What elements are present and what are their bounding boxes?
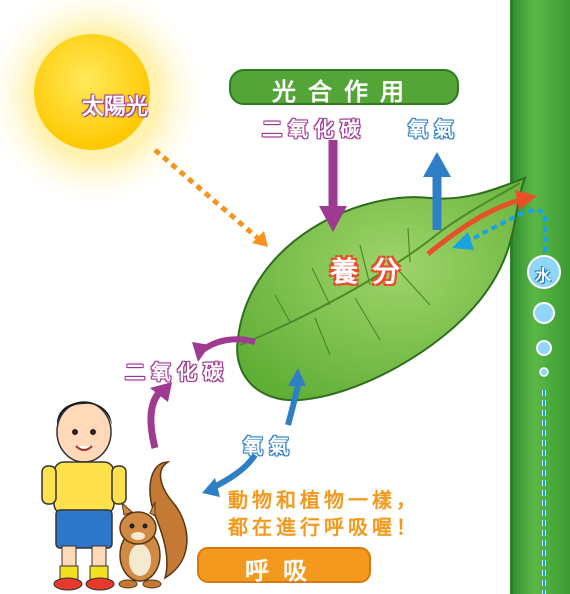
water-label: 水 bbox=[535, 262, 551, 286]
co2-up-curve-head bbox=[150, 382, 172, 402]
photosynthesis-text: 光合作用 bbox=[272, 78, 416, 106]
water-text: 水 bbox=[535, 266, 552, 285]
o2-top-text: 氧氣 bbox=[408, 117, 460, 141]
message-line2: 都在進行呼吸喔！ bbox=[228, 511, 420, 540]
nutrients-out-arrowhead bbox=[515, 190, 537, 210]
boy-figure bbox=[41, 401, 127, 591]
co2-up-curve bbox=[147, 387, 165, 449]
o2-bottom-text: 氧氣 bbox=[243, 434, 295, 458]
respiration-title: 呼吸 bbox=[245, 551, 321, 586]
photosynthesis-title: 光合作用 bbox=[272, 72, 416, 107]
o2-to-animals-head bbox=[202, 478, 220, 497]
o2-in-arrow bbox=[285, 384, 301, 426]
nutrients-label: 養分 bbox=[330, 250, 414, 290]
o2-bottom-label: 氧氣 bbox=[243, 430, 295, 459]
message-line1: 動物和植物一樣， bbox=[228, 484, 420, 513]
o2-in-arrowhead bbox=[288, 368, 306, 386]
water-label-badge bbox=[527, 255, 561, 289]
sun bbox=[34, 34, 150, 150]
co2-top-label: 二氧化碳 bbox=[262, 113, 366, 142]
water-arrowhead bbox=[452, 232, 474, 250]
message-line1-text: 動物和植物一樣， bbox=[228, 488, 420, 512]
message-line2-text: 都在進行呼吸喔！ bbox=[228, 515, 420, 539]
co2-in-arrowhead bbox=[319, 206, 347, 232]
o2-out-arrowhead bbox=[423, 152, 451, 177]
water-bubble bbox=[536, 340, 552, 356]
plant-stem bbox=[510, 0, 570, 594]
sunlight-arrowhead bbox=[252, 231, 268, 247]
sunlight-label: 太陽光 bbox=[82, 89, 148, 121]
squirrel-figure bbox=[118, 461, 188, 589]
co2-out-curve-head bbox=[192, 342, 210, 362]
respiration-text: 呼吸 bbox=[245, 557, 321, 585]
respiration-banner bbox=[197, 547, 371, 583]
co2-top-text: 二氧化碳 bbox=[262, 117, 366, 141]
co2-left-label: 二氧化碳 bbox=[125, 356, 229, 385]
water-bubble bbox=[539, 367, 549, 377]
photosynthesis-banner bbox=[229, 69, 459, 105]
nutrients-out-arrow bbox=[426, 197, 521, 256]
sunlight-dashed-arrow bbox=[153, 148, 262, 242]
leaf-vein bbox=[274, 227, 431, 356]
water-bubble bbox=[533, 302, 555, 324]
sunlight-text: 太陽光 bbox=[82, 95, 149, 120]
nutrients-text: 養分 bbox=[330, 255, 415, 288]
o2-top-label: 氧氣 bbox=[408, 113, 460, 142]
co2-left-text: 二氧化碳 bbox=[125, 360, 229, 384]
leaf-midrib bbox=[239, 182, 521, 346]
water-dashed-path bbox=[469, 208, 547, 262]
